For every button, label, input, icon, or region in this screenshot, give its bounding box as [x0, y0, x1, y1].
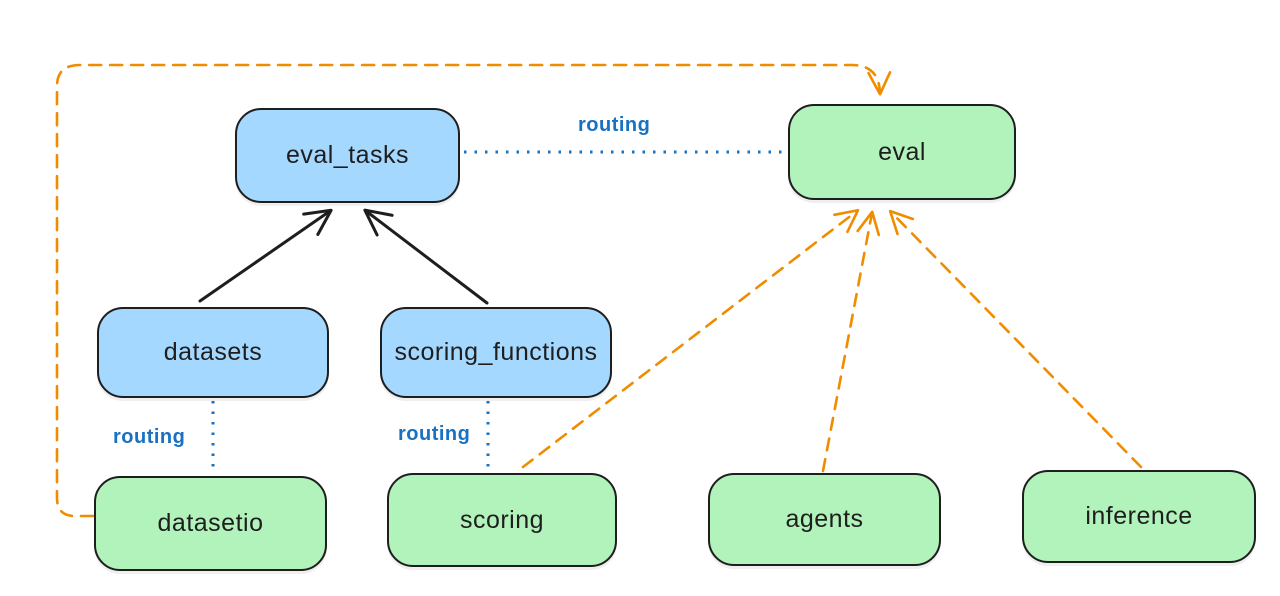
- node-inference-label: inference: [1085, 502, 1193, 530]
- node-agents-label: agents: [785, 505, 864, 533]
- node-scoring: scoring: [387, 473, 617, 567]
- node-datasets-label: datasets: [163, 338, 263, 366]
- edge-inference-to-eval: [888, 209, 1143, 469]
- node-datasetio-label: datasetio: [157, 509, 264, 537]
- node-scoring-label: scoring: [459, 505, 545, 534]
- routing-label-datasets-datasetio: routing: [113, 426, 186, 448]
- edge-scoring-functions-to-eval-tasks: [363, 208, 489, 305]
- edge-agents-to-eval: [821, 210, 881, 473]
- node-scoring-functions: scoring_functions: [380, 307, 612, 398]
- node-datasetio: datasetio: [94, 476, 327, 571]
- node-inference: inference: [1022, 470, 1256, 563]
- node-eval: eval: [788, 104, 1016, 200]
- routing-label-eval-tasks-eval: routing: [578, 114, 651, 136]
- node-eval-label: eval: [878, 137, 926, 166]
- routing-label-scoring-functions-scoring: routing: [398, 423, 471, 445]
- node-scoring-functions-label: scoring_functions: [394, 338, 598, 366]
- node-eval-tasks: eval_tasks: [235, 108, 460, 203]
- node-eval-tasks-label: eval_tasks: [285, 141, 410, 169]
- edge-datasets-to-eval-tasks: [198, 208, 333, 303]
- node-agents: agents: [708, 473, 941, 566]
- node-datasets: datasets: [97, 307, 329, 398]
